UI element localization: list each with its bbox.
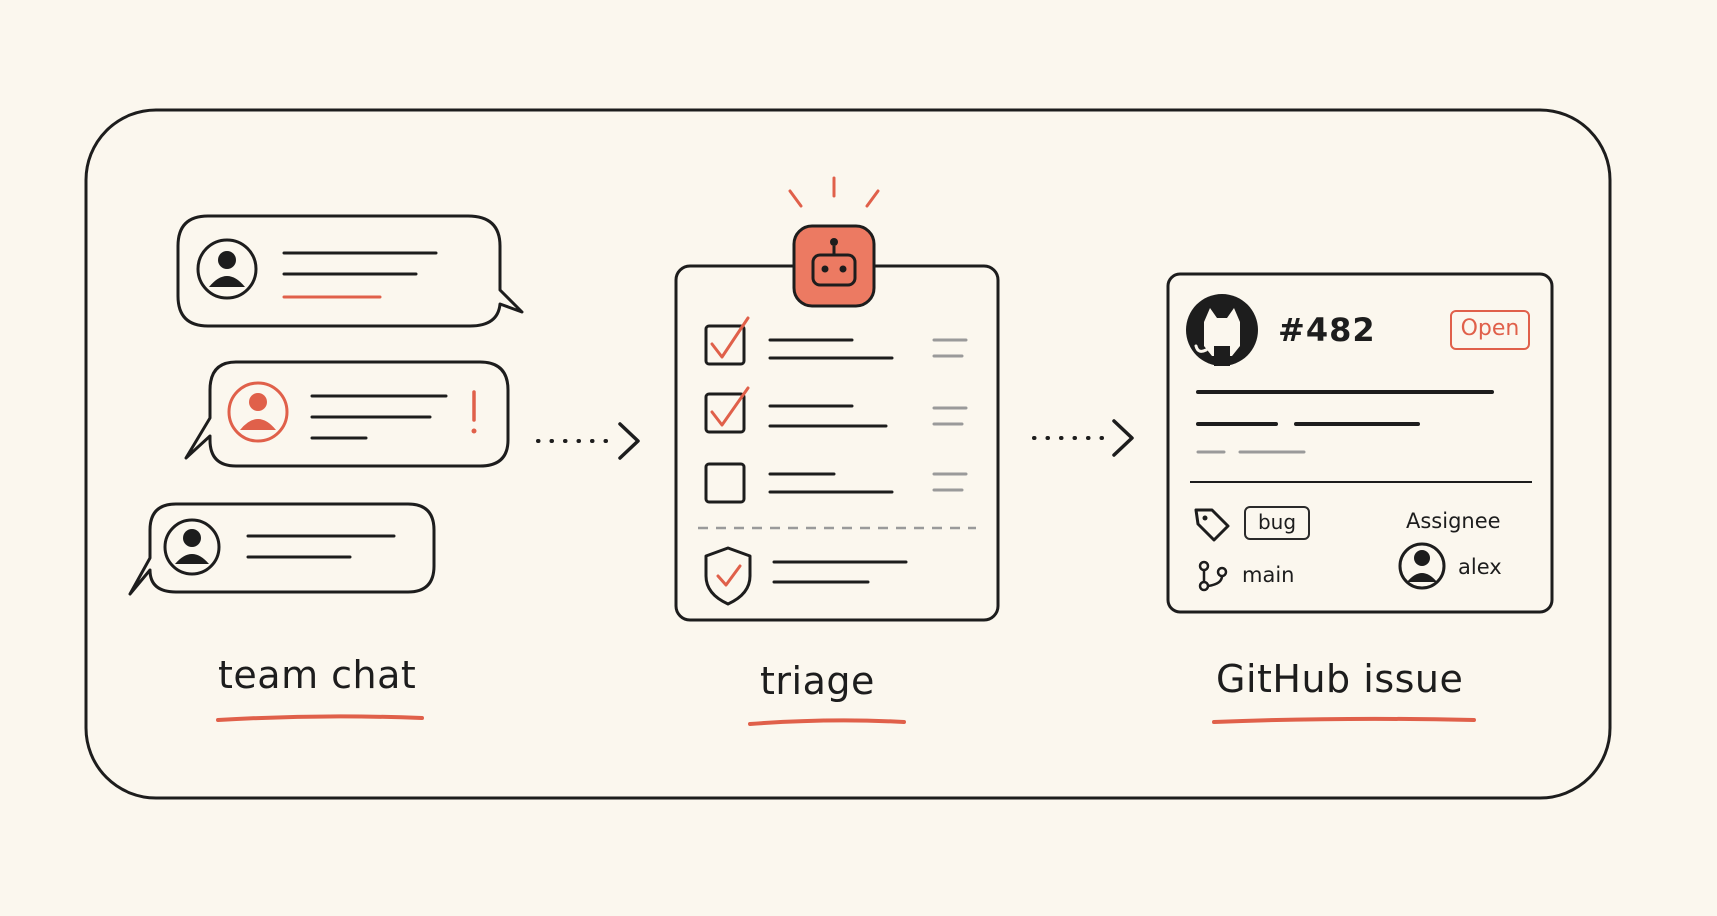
status-badge: Open xyxy=(1450,310,1530,350)
triage-item-2 xyxy=(704,386,968,434)
triage-item-3 xyxy=(704,462,968,504)
person-icon xyxy=(163,518,221,576)
issue-label-underline xyxy=(1212,716,1476,724)
branch-icon xyxy=(1198,560,1228,592)
branch-name: main xyxy=(1242,563,1295,587)
github-icon xyxy=(1186,294,1258,366)
triage-card xyxy=(674,176,1000,622)
issue-number: #482 xyxy=(1278,311,1376,349)
chat-message-2 xyxy=(184,360,510,468)
robot-icon xyxy=(792,224,876,308)
triage-stage-label: triage xyxy=(760,659,875,703)
assignee-name: alex xyxy=(1458,555,1502,579)
chat-stage-label: team chat xyxy=(218,653,417,697)
person-icon xyxy=(196,238,258,300)
chat-message-1 xyxy=(176,214,524,328)
chat-label-underline xyxy=(216,714,424,722)
tag-icon xyxy=(1194,508,1230,542)
flow-arrow-2 xyxy=(1032,419,1134,457)
chat-message-3 xyxy=(128,502,436,596)
outer-frame xyxy=(84,108,1612,800)
issue-stage-label: GitHub issue xyxy=(1216,657,1464,701)
exclamation-icon xyxy=(471,390,477,434)
avatar xyxy=(1398,542,1446,590)
assignee-heading: Assignee xyxy=(1406,509,1501,533)
person-icon xyxy=(227,381,289,443)
triage-item-1 xyxy=(704,316,968,366)
label-badge: bug xyxy=(1244,506,1310,540)
flow-arrow-1 xyxy=(536,422,640,460)
shield-check-icon xyxy=(704,546,752,606)
triage-label-underline xyxy=(748,718,906,726)
